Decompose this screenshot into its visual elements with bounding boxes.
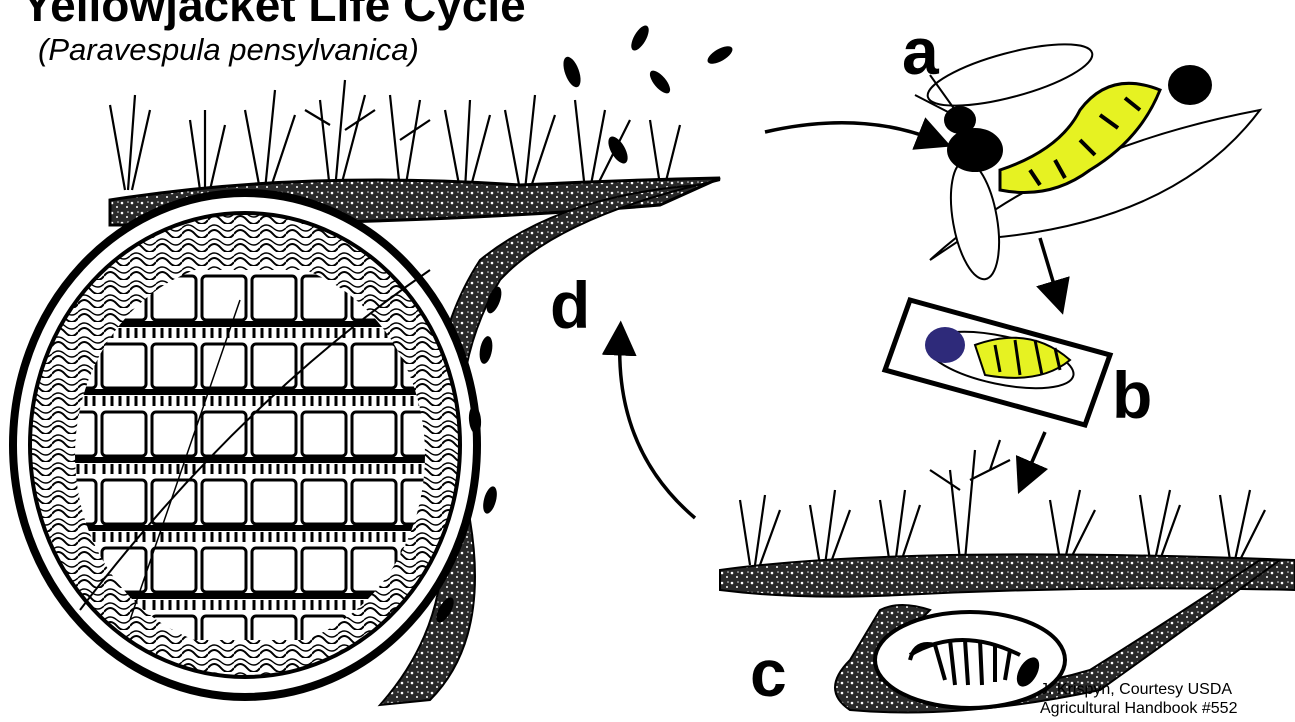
diagram-title: Yellowjacket Life Cycle: [22, 0, 526, 32]
stage-label-a: a: [902, 18, 939, 84]
adult-queen: [915, 32, 1260, 283]
flying-wasps: [560, 23, 735, 167]
arrow-c-to-d: [620, 338, 695, 518]
image-credit: J. Krispyn, Courtesy USDA Agricultural H…: [1040, 680, 1237, 718]
queen-head: [1168, 65, 1212, 105]
overwintering-queen: [885, 300, 1110, 425]
stage-label-d: d: [550, 272, 590, 338]
stage-label-c: c: [750, 640, 787, 706]
ground-surface-right: [720, 554, 1295, 596]
queen-wing-left: [922, 32, 1098, 118]
diagram-subtitle: (Paravespula pensylvanica): [38, 32, 419, 68]
credit-line-1: J. Krispyn, Courtesy USDA: [1040, 680, 1237, 699]
grass-tufts-left: [110, 80, 680, 190]
queen-wing-right: [943, 157, 1007, 283]
credit-line-2: Agricultural Handbook #552: [1040, 699, 1237, 718]
arrow-a-to-b: [1040, 238, 1058, 298]
mature-nest: [13, 80, 720, 705]
grass-tufts-right: [740, 440, 1265, 565]
arrow-b-to-c: [1025, 432, 1045, 478]
stage-label-b: b: [1112, 362, 1152, 428]
queen-b-thorax: [925, 327, 965, 363]
arrow-nest-to-a: [765, 123, 935, 140]
founding-nest: [720, 440, 1295, 713]
queen-thorax: [947, 128, 1003, 172]
